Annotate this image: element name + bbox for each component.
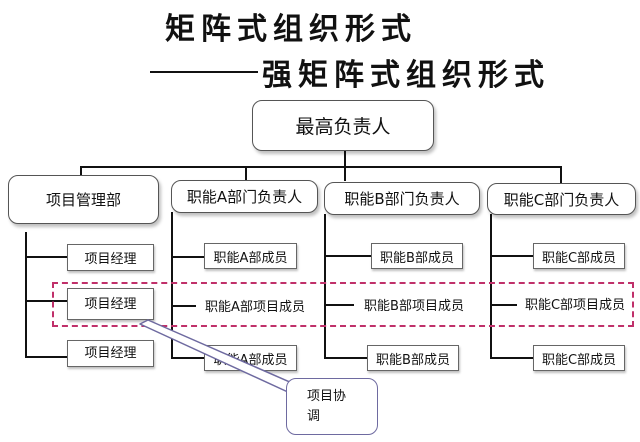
title-line-2: 强矩阵式组织形式 <box>262 58 550 93</box>
project-manager-box: 项目经理 <box>67 340 154 367</box>
title-dash <box>150 71 258 73</box>
connector-line <box>171 305 198 307</box>
project-manager-box: 项目经理 <box>67 244 154 271</box>
dept-a-project-member: 职能A部项目成员 <box>196 295 314 315</box>
project-department-box: 项目管理部 <box>8 175 159 224</box>
dept-b-member-box: 职能B部成员 <box>371 243 463 269</box>
dept-c-head-box: 职能C部门负责人 <box>487 183 636 215</box>
connector-line <box>324 304 356 306</box>
connector-line <box>171 357 205 359</box>
coordination-callout: 项目协 调 <box>286 378 378 435</box>
top-leader-box: 最高负责人 <box>252 100 434 151</box>
project-row-highlight <box>52 282 634 327</box>
connector-line <box>25 256 68 258</box>
connector-line <box>25 300 68 302</box>
project-manager-box: 项目经理 <box>67 288 154 320</box>
connector-line <box>25 356 68 358</box>
connector-line <box>80 166 82 177</box>
connector-line <box>171 212 173 358</box>
connector-line <box>324 214 326 358</box>
title-line-1: 矩阵式组织形式 <box>165 12 417 47</box>
dept-c-project-member: 职能C部项目成员 <box>517 293 633 313</box>
connector-line <box>324 255 372 257</box>
dept-b-member-box: 职能B部成员 <box>367 345 459 371</box>
connector-line <box>324 357 368 359</box>
connector-line <box>171 256 205 258</box>
connector-line <box>490 357 534 359</box>
dept-b-project-member: 职能B部项目成员 <box>354 294 474 314</box>
dept-a-member-box: 职能A部成员 <box>204 243 297 269</box>
connector-line <box>25 232 27 357</box>
dept-c-member-box: 职能C部成员 <box>533 243 625 269</box>
connector-line <box>245 166 247 181</box>
dept-b-head-box: 职能B部门负责人 <box>324 182 480 215</box>
connector-line <box>490 304 520 306</box>
dept-c-member-box: 职能C部成员 <box>533 345 625 371</box>
connector-line <box>490 255 534 257</box>
dept-a-head-box: 职能A部门负责人 <box>171 180 318 213</box>
connector-line <box>80 166 560 168</box>
connector-line <box>490 214 492 358</box>
connector-line <box>560 166 562 184</box>
